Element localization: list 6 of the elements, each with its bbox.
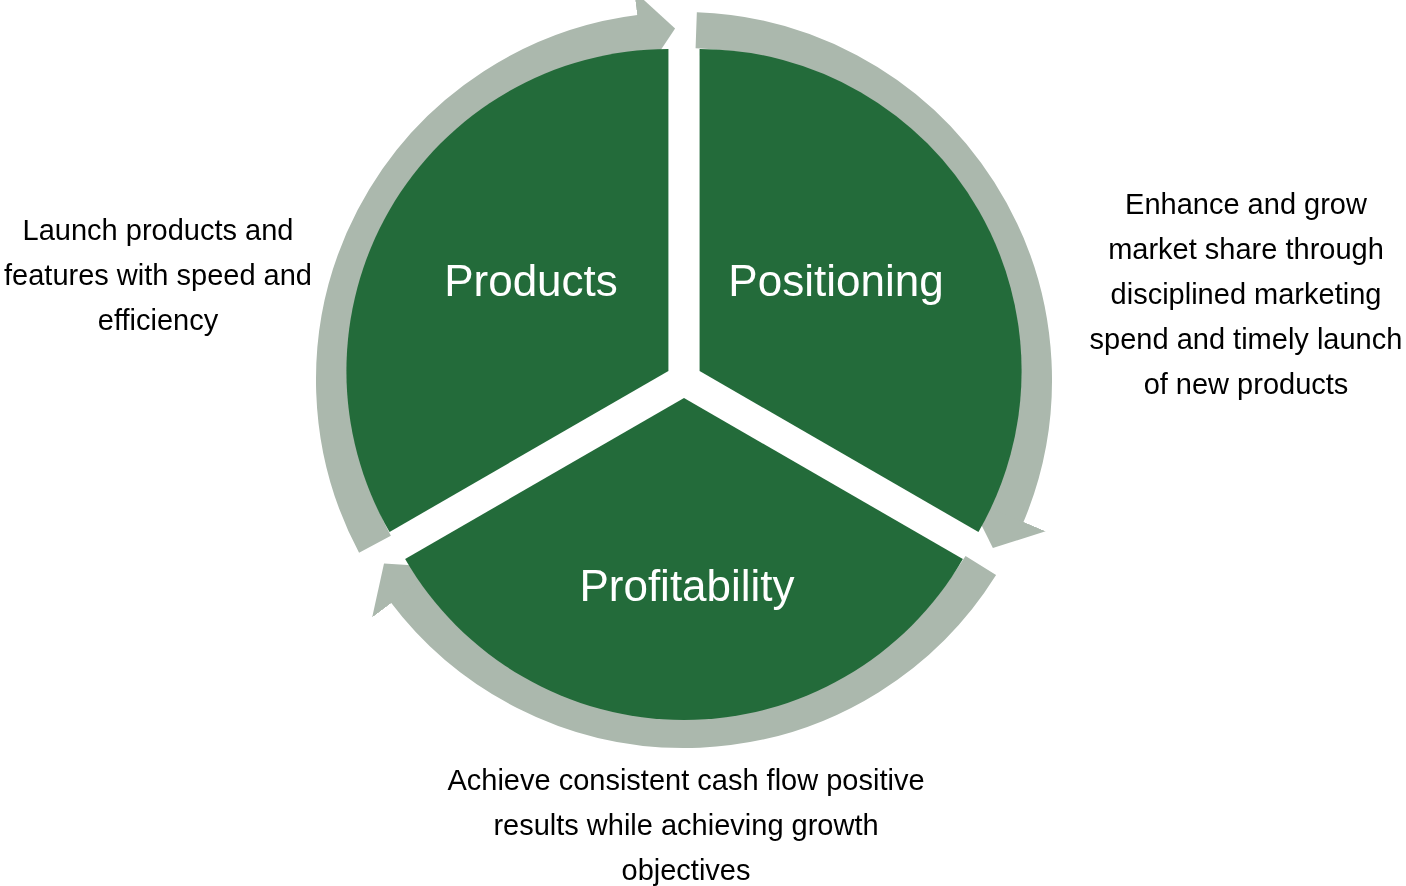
side-note: Launch products and features with speed and efficiency	[3, 213, 313, 338]
sector-label: Positioning	[728, 254, 944, 307]
side-note: Enhance and grow market share through disciplined marketing spend and timely launch of new products	[1088, 187, 1404, 402]
sector-label: Products	[444, 254, 618, 307]
side-note: Achieve consistent cash flow positive results while achieving growth objectives	[446, 763, 926, 886]
sector-label: Profitability	[579, 559, 795, 612]
